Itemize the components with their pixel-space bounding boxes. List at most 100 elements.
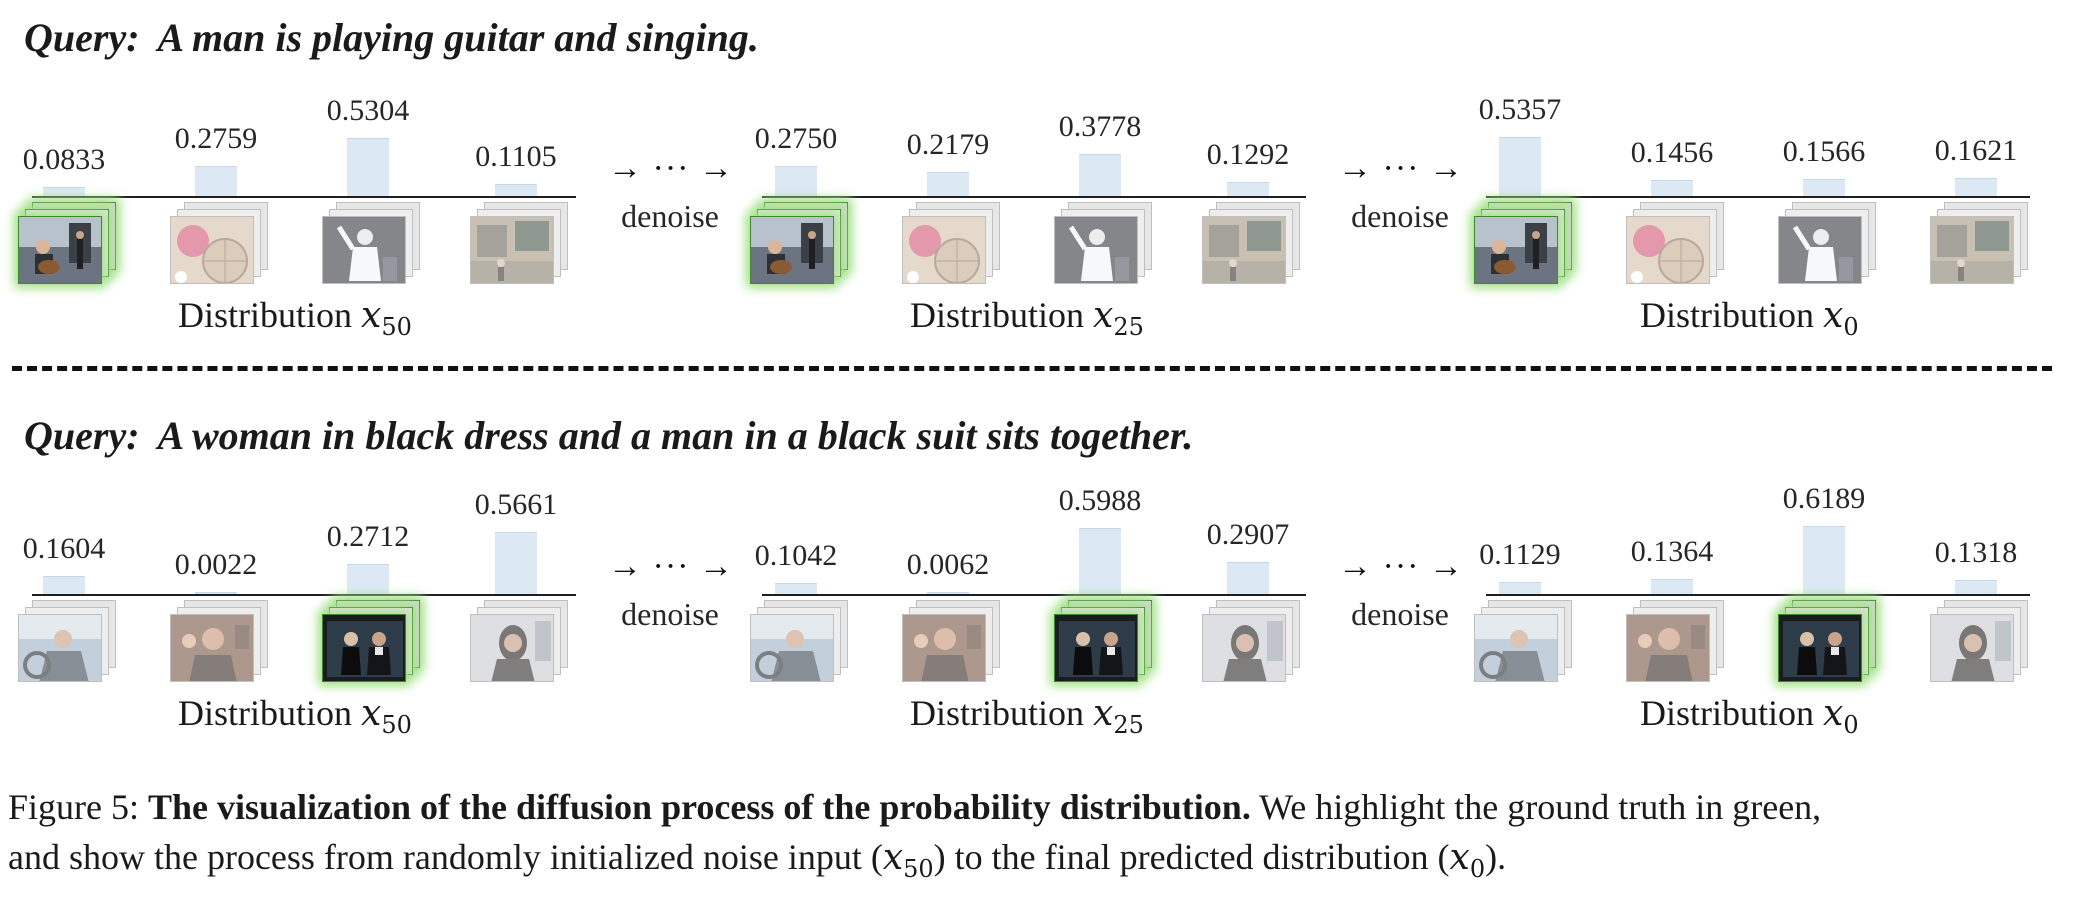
probability-value: 0.2179 <box>906 128 990 162</box>
video-thumbnail <box>1778 202 1878 286</box>
thumb-couple-dark <box>1778 614 1862 682</box>
distribution-subscript: 50 <box>381 313 412 342</box>
probability-bar <box>195 165 237 196</box>
video-thumbnail <box>902 202 1002 286</box>
video-thumbnail <box>902 600 1002 684</box>
probability-value: 0.5988 <box>1058 484 1142 518</box>
probability-value: 0.2907 <box>1206 518 1290 552</box>
probability-bar <box>1227 181 1269 196</box>
video-thumbnail <box>170 202 270 286</box>
video-thumbnail <box>1474 600 1574 684</box>
caption-prefix: Figure 5: <box>8 787 148 827</box>
probability-value: 0.2712 <box>326 520 410 554</box>
thumb-couple-dark <box>322 614 406 682</box>
video-thumbnail <box>1930 600 2030 684</box>
probability-bar <box>1499 137 1541 196</box>
thumb-man-talking <box>902 614 986 682</box>
probability-bar <box>1955 579 1997 594</box>
probability-bar <box>495 183 537 196</box>
caption-var-x0: x <box>1449 837 1470 878</box>
caption-sub-0: 0 <box>1469 855 1486 884</box>
probability-value: 0.1456 <box>1630 135 1714 169</box>
denoise-label: denoise <box>621 198 719 234</box>
video-thumbnail <box>18 600 118 684</box>
probability-value: 0.1318 <box>1934 535 2018 569</box>
thumb-pink-drum <box>1626 216 1710 284</box>
probability-bar <box>1803 178 1845 196</box>
caption-var-x50: x <box>882 837 904 878</box>
probability-bar <box>927 172 969 196</box>
probability-bar <box>43 186 85 196</box>
probability-bar <box>1803 525 1845 594</box>
probability-value: 0.0022 <box>174 548 258 581</box>
probability-bar <box>495 531 537 594</box>
probability-bar <box>1079 154 1121 196</box>
video-thumbnail <box>1054 202 1154 286</box>
video-thumbnail <box>322 202 422 286</box>
thumb-man-talking <box>170 614 254 682</box>
denoise-label: denoise <box>1351 198 1449 234</box>
distribution-subscript: 25 <box>1113 711 1144 740</box>
query-text: A man is playing guitar and singing. <box>157 15 759 60</box>
video-thumbnail <box>1202 600 1302 684</box>
probability-bar <box>195 592 237 594</box>
thumb-street-scene <box>1930 216 2014 284</box>
video-thumbnail <box>1202 202 1302 286</box>
probability-value: 0.1604 <box>22 532 106 566</box>
probability-value: 0.0062 <box>906 548 990 581</box>
caption-line1-rest: We highlight the ground truth in green, <box>1250 787 1822 827</box>
caption-sub-50: 50 <box>903 855 934 884</box>
probability-bar <box>1499 581 1541 594</box>
distribution-label-text: Distribution <box>178 693 353 733</box>
query-label: Query: <box>24 413 140 458</box>
distribution-subscript: 50 <box>381 711 412 740</box>
caption-line2-c: ). <box>1485 837 1507 877</box>
video-thumbnail <box>1626 600 1726 684</box>
thumb-guitar-street <box>750 216 834 284</box>
video-thumbnail <box>470 202 570 286</box>
distribution-subscript: 25 <box>1113 313 1144 342</box>
video-thumbnail <box>1626 202 1726 286</box>
video-thumbnail <box>750 600 850 684</box>
thumb-performer <box>1778 216 1862 284</box>
figure-caption: Figure 5: The visualization of the diffu… <box>8 782 2074 894</box>
probability-bar <box>1079 528 1121 594</box>
distribution-label: Distribution x25 <box>910 294 1144 341</box>
distribution-variable: x <box>1093 693 1114 734</box>
thumb-street-scene <box>470 216 554 284</box>
probability-value: 0.5304 <box>326 93 410 127</box>
ground-truth-video-thumbnail <box>1054 600 1154 684</box>
ground-truth-video-thumbnail <box>750 202 850 286</box>
probability-bar <box>775 165 817 196</box>
thumb-couple-dark <box>1054 614 1138 682</box>
probability-value: 0.1292 <box>1206 137 1290 171</box>
thumb-pink-drum <box>902 216 986 284</box>
distribution-axis <box>762 594 1306 596</box>
caption-bold-title: The visualization of the diffusion proce… <box>148 787 1251 827</box>
probability-bar <box>1651 179 1693 196</box>
video-thumbnail <box>170 600 270 684</box>
thumb-man-talking <box>1626 614 1710 682</box>
probability-bar <box>1955 178 1997 196</box>
distribution-axis <box>1486 196 2030 198</box>
distribution-subscript: 0 <box>1843 711 1859 740</box>
distribution-label-text: Distribution <box>910 693 1085 733</box>
denoise-arrow: → ··· → <box>1338 548 1464 585</box>
distribution-variable: x <box>361 295 382 336</box>
thumb-woman-dark-hair <box>1930 614 2014 682</box>
probability-value: 0.5357 <box>1478 93 1562 127</box>
query-line: Query:A man is playing guitar and singin… <box>24 14 759 61</box>
probability-value: 0.1566 <box>1782 134 1866 168</box>
ground-truth-video-thumbnail <box>18 202 118 286</box>
video-thumbnail <box>1930 202 2030 286</box>
video-thumbnail <box>470 600 570 684</box>
probability-value: 0.1129 <box>1479 537 1561 571</box>
distribution-label: Distribution x25 <box>910 692 1144 739</box>
thumb-woman-dark-hair <box>470 614 554 682</box>
probability-bar <box>1651 578 1693 594</box>
thumb-car-driver <box>1474 614 1558 682</box>
denoise-arrow: → ··· → <box>608 150 734 187</box>
probability-value: 0.1364 <box>1630 534 1714 568</box>
distribution-axis <box>1486 594 2030 596</box>
distribution-label: Distribution x50 <box>178 692 412 739</box>
